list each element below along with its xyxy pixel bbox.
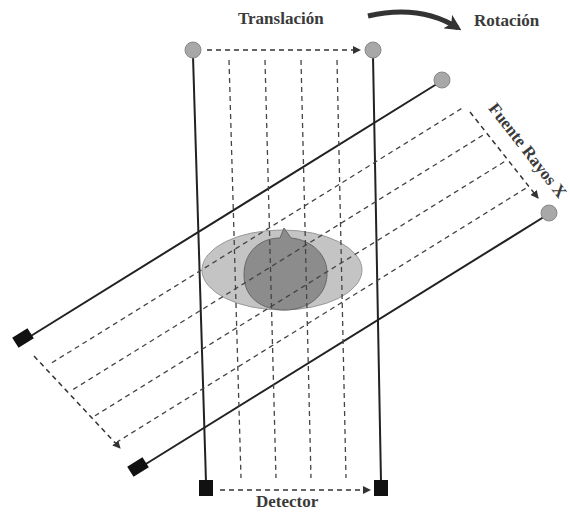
rotation-arrow bbox=[368, 12, 458, 28]
ray-line bbox=[72, 135, 483, 390]
translation-arrow bbox=[34, 356, 120, 448]
rotated-beam bbox=[26, 82, 547, 467]
ray-line bbox=[337, 60, 346, 478]
xray-source bbox=[434, 72, 450, 88]
ray-lines bbox=[49, 60, 526, 478]
detector bbox=[374, 480, 388, 496]
xray-source bbox=[365, 42, 381, 58]
ray-line bbox=[301, 60, 311, 478]
motion-label: Rotación bbox=[474, 12, 539, 29]
detector bbox=[199, 480, 213, 496]
ray-line bbox=[229, 60, 241, 478]
motion-label: Translación bbox=[238, 10, 324, 27]
translation-arrow bbox=[220, 489, 370, 491]
detector bbox=[127, 457, 149, 477]
motion-label: Detector bbox=[256, 493, 318, 510]
ray-line bbox=[95, 162, 504, 416]
translation-arrow bbox=[207, 49, 360, 51]
ray-line bbox=[49, 109, 461, 365]
xray-source bbox=[541, 205, 557, 221]
xray-source bbox=[185, 42, 201, 58]
ray-line bbox=[118, 188, 526, 441]
detector bbox=[12, 328, 34, 348]
